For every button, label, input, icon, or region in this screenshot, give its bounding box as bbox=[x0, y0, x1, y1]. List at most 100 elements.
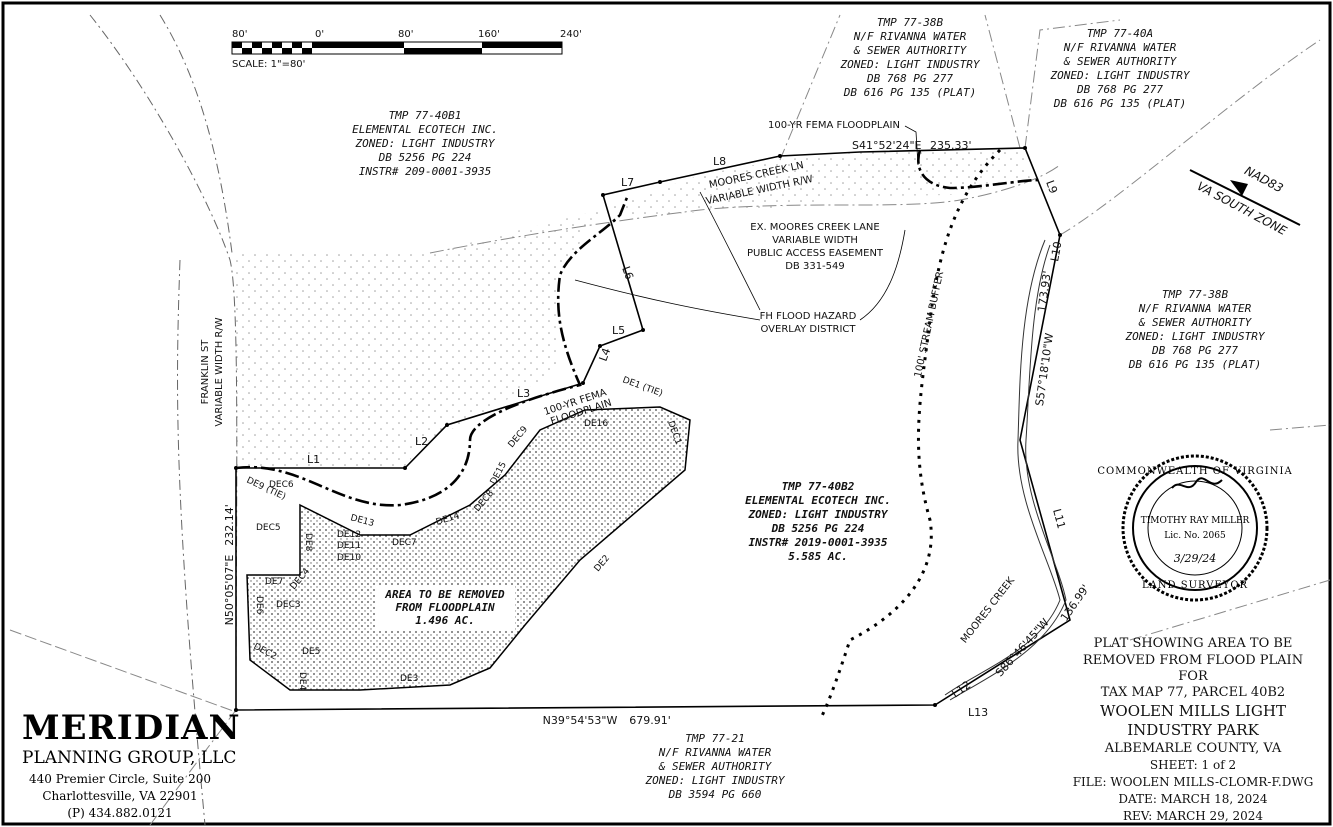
area-label-bg bbox=[375, 585, 515, 631]
de-label-de10: DE10 bbox=[337, 553, 361, 563]
de-label-de1: DE1 (TIE) bbox=[621, 375, 664, 399]
seal-lic: Lic. No. 2065 bbox=[1164, 531, 1226, 541]
line-label-l12: L12 bbox=[949, 678, 973, 700]
de-label-dec6: DEC6 bbox=[269, 480, 294, 490]
parcel-40b2-line-2: ZONED: LIGHT INDUSTRY bbox=[747, 508, 888, 521]
parcel-38b-top-line-3: ZONED: LIGHT INDUSTRY bbox=[839, 58, 980, 71]
north-arrow bbox=[1189, 169, 1301, 226]
parcel-38b-top-line-5: DB 616 PG 135 (PLAT) bbox=[843, 86, 976, 99]
area-label-1: FROM FLOODPLAIN bbox=[395, 601, 495, 614]
line-label-l5: L5 bbox=[612, 324, 625, 337]
line-label-l2: L2 bbox=[415, 435, 428, 448]
parcel-21-line-3: ZONED: LIGHT INDUSTRY bbox=[644, 774, 785, 787]
scale-tick-3: 160' bbox=[478, 29, 500, 40]
parcel-38b-top-line-1: N/F RIVANNA WATER bbox=[853, 30, 967, 43]
parcel-21-line-4: DB 3594 PG 660 bbox=[668, 788, 762, 801]
moores-creek-lane-centerline bbox=[429, 164, 1061, 254]
adjacent-line-sw bbox=[9, 629, 237, 713]
title-line1: PLAT SHOWING AREA TO BE bbox=[1094, 636, 1293, 651]
bearing-lower-right: S86°46'45"W bbox=[993, 616, 1052, 679]
floodplain-fill bbox=[232, 150, 1030, 468]
parcel-40a-line-0: TMP 77-40A bbox=[1087, 27, 1153, 40]
firm-subtitle: PLANNING GROUP, LLC bbox=[22, 748, 236, 768]
north-arrow-head-icon bbox=[1230, 180, 1248, 196]
moores-creek-bank bbox=[949, 244, 1067, 701]
line-label-l9: L9 bbox=[1043, 179, 1060, 196]
leader-fh2 bbox=[859, 229, 906, 321]
bearing-bottom-dist: 679.91' bbox=[629, 714, 671, 727]
line-label-l3: L3 bbox=[517, 387, 530, 400]
parcel-38b-right-line-5: DB 616 PG 135 (PLAT) bbox=[1128, 358, 1261, 371]
seal-bottom-text: LAND SURVEYOR bbox=[1142, 580, 1248, 591]
parcel-40b1-line-4: INSTR# 209-0001-3935 bbox=[359, 165, 491, 178]
title-sheet: SHEET: 1 of 2 bbox=[1150, 758, 1236, 772]
parcel-40b2-line-3: DB 5256 PG 224 bbox=[771, 522, 865, 535]
franklin-st-label-0: FRANKLIN ST bbox=[200, 339, 211, 405]
de-label-dec3: DEC3 bbox=[276, 600, 301, 610]
leader-row bbox=[699, 191, 761, 311]
de-label-de13: DE13 bbox=[349, 513, 375, 529]
parcel-40a-line-2: & SEWER AUTHORITY bbox=[1063, 55, 1178, 68]
adjacent-line-n bbox=[984, 14, 1021, 149]
line-label-l1: L1 bbox=[307, 453, 320, 466]
fh-label-0: FH FLOOD HAZARD bbox=[760, 311, 857, 322]
scale-tick-0: 80' bbox=[232, 29, 247, 40]
area-label-2: 1.496 AC. bbox=[415, 614, 475, 627]
area-label-0: AREA TO BE REMOVED bbox=[384, 588, 505, 601]
parcel-40a-line-5: DB 616 PG 135 (PLAT) bbox=[1053, 97, 1186, 110]
bearing-right-dist: 173.93' bbox=[1035, 270, 1054, 313]
bearing-right: S57°18'10"W bbox=[1033, 332, 1056, 407]
area-to-be-removed bbox=[246, 406, 691, 691]
scale-tick-1: 0' bbox=[315, 29, 324, 40]
firm-address1: 440 Premier Circle, Suite 200 bbox=[29, 772, 211, 786]
parcel-40a-line-1: N/F RIVANNA WATER bbox=[1063, 41, 1177, 54]
franklin-st-row-east bbox=[159, 14, 233, 254]
parcel-tmp-77-38b-right: TMP 77-38B N/F RIVANNA WATER & SEWER AUT… bbox=[1124, 288, 1265, 371]
parcel-tmp-77-40b2: TMP 77-40B2 ELEMENTAL ECOTECH INC. ZONED… bbox=[745, 480, 891, 563]
fema-floodplain-line bbox=[235, 149, 1041, 507]
adjacent-line-e2 bbox=[1269, 424, 1331, 431]
parcel-40b2-line-1: ELEMENTAL ECOTECH INC. bbox=[745, 494, 891, 507]
fh-label-1: OVERLAY DISTRICT bbox=[760, 324, 856, 335]
line-label-l8: L8 bbox=[713, 155, 726, 168]
parcel-tmp-77-40b1: TMP 77-40B1 ELEMENTAL ECOTECH INC. ZONED… bbox=[352, 109, 498, 178]
parcel-tmp-77-40a: TMP 77-40A N/F RIVANNA WATER & SEWER AUT… bbox=[1049, 27, 1190, 110]
franklin-st-centerline bbox=[177, 259, 206, 826]
de-label-de11: DE11 bbox=[337, 541, 361, 551]
seal-ring-text: COMMONWEALTH OF VIRGINIA bbox=[1097, 466, 1292, 477]
title-rev: REV: MARCH 29, 2024 bbox=[1123, 809, 1263, 823]
title-line7: ALBEMARLE COUNTY, VA bbox=[1104, 741, 1282, 756]
line-label-l6: L6 bbox=[619, 265, 636, 282]
parcel-40b2-line-4: INSTR# 2019-0001-3935 bbox=[748, 536, 887, 549]
bearing-top: S41°52'24"E bbox=[852, 139, 922, 152]
de-label-de3: DE3 bbox=[400, 674, 418, 684]
adjacent-line-ne bbox=[1059, 39, 1321, 236]
bearing-left: N50°05'07"E bbox=[223, 555, 236, 626]
moores-creek-label: MOORES CREEK bbox=[959, 575, 1017, 645]
title-line6: INDUSTRY PARK bbox=[1127, 721, 1259, 739]
surveyor-signature-icon bbox=[1171, 477, 1223, 489]
adjacent-line-sw2 bbox=[149, 709, 237, 826]
moores-creek-line bbox=[944, 239, 1061, 696]
parcel-38b-right-line-2: & SEWER AUTHORITY bbox=[1138, 316, 1253, 329]
line-label-l11: L11 bbox=[1050, 507, 1068, 530]
bearing-top-dist: 235.33' bbox=[930, 139, 972, 152]
ex-lane-label-3: DB 331-549 bbox=[785, 261, 845, 272]
title-line3: FOR bbox=[1178, 669, 1209, 684]
leader-fh bbox=[574, 279, 761, 321]
adjacent-line-n2 bbox=[779, 14, 841, 161]
parcel-21-line-1: N/F RIVANNA WATER bbox=[658, 746, 772, 759]
ex-lane-label-1: VARIABLE WIDTH bbox=[772, 235, 858, 246]
scale-bar bbox=[231, 41, 563, 55]
parcel-21-line-0: TMP 77-21 bbox=[685, 732, 745, 745]
parcel-tmp-77-21: TMP 77-21 N/F RIVANNA WATER & SEWER AUTH… bbox=[644, 732, 785, 801]
de-label-de16: DE16 bbox=[584, 419, 608, 429]
franklin-st-label-1: VARIABLE WIDTH R/W bbox=[214, 317, 225, 426]
line-label-l10: L10 bbox=[1048, 240, 1064, 262]
parcel-40b2-line-5: 5.585 AC. bbox=[788, 550, 848, 563]
ex-lane-label-2: PUBLIC ACCESS EASEMENT bbox=[747, 248, 884, 259]
parcel-21-line-2: & SEWER AUTHORITY bbox=[658, 760, 773, 773]
parcel-40b2-line-0: TMP 77-40B2 bbox=[782, 480, 855, 493]
